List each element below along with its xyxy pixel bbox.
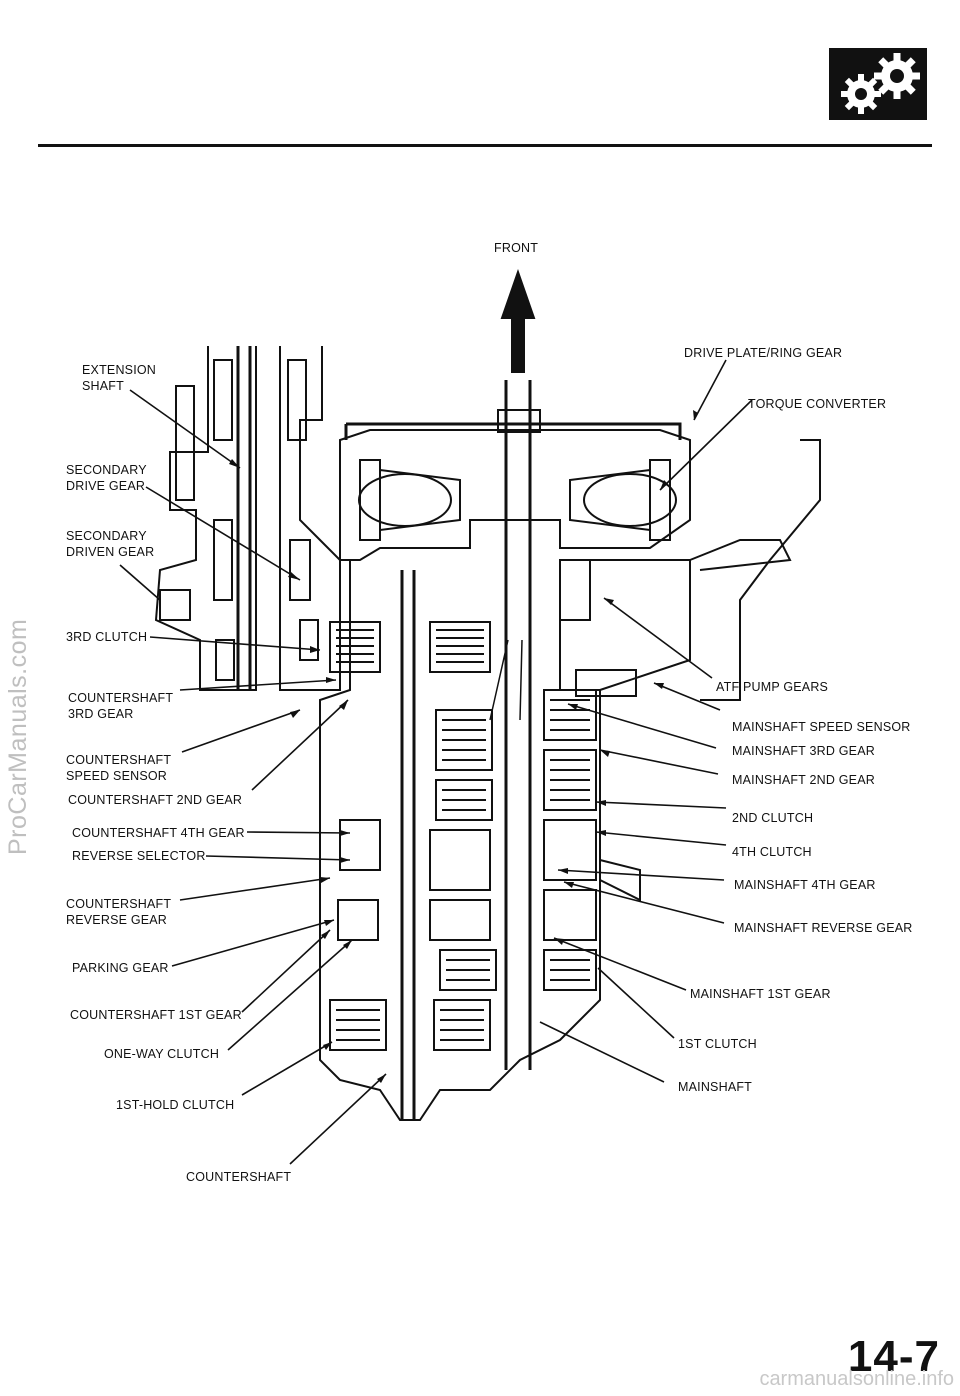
- label-countershaft-reverse-gear: COUNTERSHAFT REVERSE GEAR: [66, 897, 172, 927]
- page-number: 14-7: [847, 1332, 940, 1381]
- label-mainshaft-4th-gear: MAINSHAFT 4TH GEAR: [734, 878, 876, 892]
- label-mainshaft-2nd-gear: MAINSHAFT 2ND GEAR: [732, 773, 875, 787]
- label-mainshaft-speed-sensor: MAINSHAFT SPEED SENSOR: [732, 720, 911, 734]
- header-rule: [38, 144, 932, 147]
- label-torque-converter: TORQUE CONVERTER: [748, 397, 887, 411]
- leader-arrowheads: [229, 410, 698, 1083]
- label-countershaft-speed-sensor: COUNTERSHAFT SPEED SENSOR: [66, 753, 172, 783]
- label-1st-hold-clutch: 1ST-HOLD CLUTCH: [116, 1098, 235, 1112]
- label-mainshaft: MAINSHAFT: [678, 1080, 753, 1094]
- bottom-watermark: carmanualsonline.info: [759, 1368, 954, 1390]
- front-label: FRONT: [494, 241, 539, 255]
- gears-icon: [829, 48, 927, 120]
- label-3rd-clutch: 3RD CLUTCH: [66, 630, 148, 644]
- label-countershaft-1st-gear: COUNTERSHAFT 1ST GEAR: [70, 1008, 242, 1022]
- label-mainshaft-1st-gear: MAINSHAFT 1ST GEAR: [690, 987, 831, 1001]
- clutch-packs-right: [543, 559, 637, 991]
- label-secondary-drive-gear: SECONDARY DRIVE GEAR: [66, 463, 147, 493]
- label-mainshaft-3rd-gear: MAINSHAFT 3RD GEAR: [732, 744, 875, 758]
- label-extension-shaft: EXTENSION SHAFT: [82, 363, 157, 393]
- leader-lines: [119, 359, 753, 1165]
- label-parking-gear: PARKING GEAR: [72, 961, 169, 975]
- label-countershaft-4th-gear: COUNTERSHAFT 4TH GEAR: [72, 826, 245, 840]
- label-mainshaft-reverse-gear: MAINSHAFT REVERSE GEAR: [734, 921, 913, 935]
- label-2nd-clutch: 2ND CLUTCH: [732, 811, 814, 825]
- label-countershaft-3rd-gear: COUNTERSHAFT 3RD GEAR: [68, 691, 174, 721]
- label-one-way-clutch: ONE-WAY CLUTCH: [104, 1047, 220, 1061]
- label-4th-clutch: 4TH CLUTCH: [732, 845, 812, 859]
- label-reverse-selector: REVERSE SELECTOR: [72, 849, 206, 863]
- transmission-case: [319, 560, 601, 1121]
- label-countershaft: COUNTERSHAFT: [186, 1170, 292, 1184]
- label-atf-pump-gears: ATF PUMP GEARS: [716, 680, 829, 694]
- countershaft-line: [400, 570, 416, 1120]
- label-countershaft-2nd-gear: COUNTERSHAFT 2ND GEAR: [68, 793, 243, 807]
- front-arrow: [500, 268, 536, 373]
- label-secondary-driven-gear: SECONDARY DRIVEN GEAR: [66, 529, 155, 559]
- mainshaft-line: [504, 380, 532, 1070]
- label-drive-plate-ring-gear: DRIVE PLATE/RING GEAR: [684, 346, 843, 360]
- torque-converter-outline: [339, 429, 691, 561]
- clutch-packs-left: [329, 621, 497, 1051]
- label-1st-clutch: 1ST CLUTCH: [678, 1037, 757, 1051]
